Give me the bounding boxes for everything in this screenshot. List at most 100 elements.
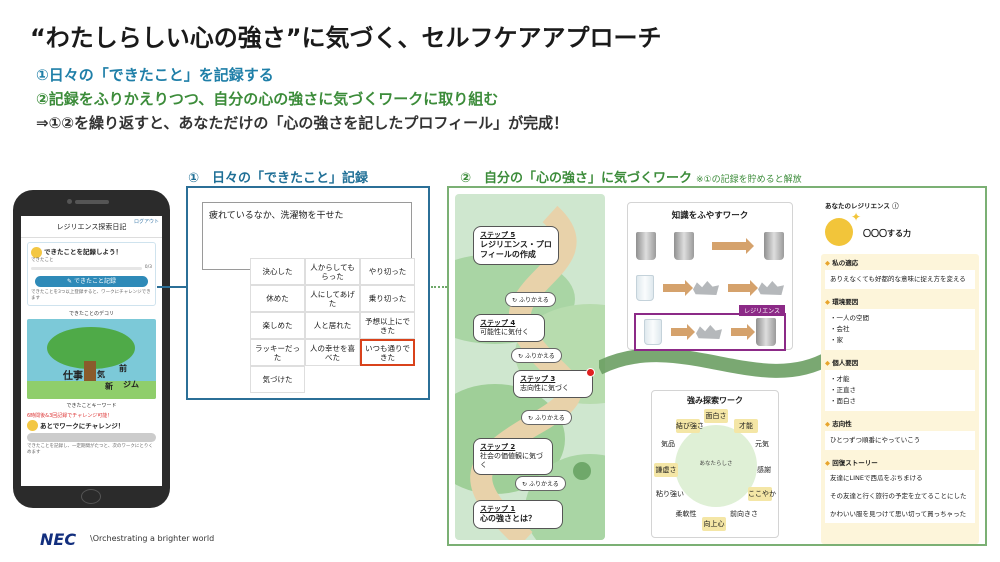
tree-word: 気 [97, 369, 105, 379]
profile-heading: 環境要因 [821, 293, 979, 307]
crushed-foil-icon [696, 325, 722, 339]
smile-icon [31, 246, 42, 258]
progress-row: 0/3 [31, 264, 152, 273]
strength-word[interactable]: 前向きさ [730, 510, 758, 518]
record-button[interactable]: ✎ できたこと記録 [35, 275, 148, 287]
profile-content: ・一人の空間 ・会社 ・家 [825, 309, 975, 350]
strength-word[interactable]: 才能 [734, 419, 758, 433]
profile-content: ・才能 ・正直さ ・面白さ [825, 370, 975, 411]
step-title: 可能性に気付く [480, 328, 529, 336]
refresh-icon: ↻ [528, 415, 535, 422]
crushed-foil-icon [758, 281, 784, 295]
look-back-button[interactable]: ↻ ふりかえる [505, 292, 556, 307]
tree-word: 前 [119, 363, 127, 373]
profile-heading: 回復ストーリー [821, 454, 979, 468]
resilience-profile: あなたのレジリエンス ⓘ ✦ 〇〇〇する力 私の適応 ありえなくても好都的な意味… [821, 196, 979, 544]
challenge-button-disabled[interactable] [27, 433, 156, 442]
option-button[interactable]: ラッキーだった [250, 339, 305, 366]
info-icon: ⓘ [892, 202, 899, 210]
challenge-text-label: あとでワークにチャレンジ！ [40, 421, 125, 430]
section1-title: ① 日々の「できたこと」記録 [188, 171, 369, 186]
arrow-icon [662, 280, 693, 296]
app-header: レジリエンス探索日記 ログアウト [21, 216, 162, 238]
smile-face-icon [825, 218, 853, 246]
step-label: ステップ 3 [520, 375, 556, 383]
resilience-label: レジリエンス [739, 305, 785, 316]
cup-icon [756, 318, 776, 346]
current-step-marker [586, 368, 595, 377]
profile-title: あなたのレジリエンス ⓘ [825, 200, 979, 210]
option-button-selected[interactable]: いつも通りできた [360, 339, 415, 366]
tree-word: 仕事 [63, 370, 83, 382]
step-title: 心の強さとは？ [480, 514, 536, 523]
step-label: ステップ 5 [480, 231, 516, 239]
option-button[interactable]: 決心した [250, 258, 305, 285]
step-title: 志向性に気づく [520, 384, 569, 392]
arrow-icon [731, 324, 755, 340]
arrow-icon [671, 324, 695, 340]
look-back-label: ふりかえる [534, 415, 565, 422]
strength-word[interactable]: 向上心 [702, 517, 726, 531]
logout-button[interactable]: ログアウト [133, 219, 159, 225]
option-button[interactable]: 気づけた [250, 366, 305, 393]
refresh-icon: ↻ [522, 481, 529, 488]
profile-section: 回復ストーリー 友達にLINEで西瓜をぶちまける その友達と行く旅行の予定を立て… [821, 454, 979, 523]
bullet-record: ①日々の「できたこと」を記録する [36, 66, 274, 84]
dotted-connector [431, 286, 447, 288]
strength-word[interactable]: 結び強さ [676, 419, 704, 433]
footer-note: できたことを記録し、一定期間がたつと、次のワークにとりくめます [27, 444, 153, 455]
keyword-section-title: できたことキーワード [66, 402, 117, 409]
profile-section: 志向性 ひとつずつ順番にやっていこう [821, 415, 979, 450]
option-button[interactable]: 予想以上にできた [360, 312, 415, 339]
strength-word[interactable]: 気品 [661, 440, 675, 448]
option-button[interactable]: 乗り切った [360, 285, 415, 312]
strength-word[interactable]: ここやか [748, 487, 776, 501]
knowledge-row [636, 271, 784, 305]
look-back-button[interactable]: ↻ ふりかえる [515, 476, 566, 491]
progress-count: 0/3 [144, 265, 152, 270]
option-button[interactable]: 休めた [250, 285, 305, 312]
today-label: できたこと [31, 257, 54, 263]
option-button[interactable]: 人にしてあげた [305, 285, 360, 312]
word-tree: 仕事 気 前 新 ジム [27, 318, 156, 399]
option-button[interactable]: 人からしてもらった [305, 258, 360, 285]
option-grid: 決心した 人からしてもらった やり切った 休めた 人にしてあげた 乗り切った 楽… [250, 258, 415, 393]
progress-bar [31, 266, 142, 270]
strength-word[interactable]: 粘り強い [656, 490, 684, 498]
glass-icon [644, 319, 662, 345]
section2-note: ※①の記録を貯めると解放 [696, 175, 802, 185]
home-button[interactable] [81, 489, 101, 504]
strength-work-card[interactable]: 強み探索ワーク あなたらしさ 面白さ 才能 元気 感謝 ここやか 前向きさ 向上… [651, 390, 779, 538]
profile-heading: 個人要因 [821, 354, 979, 368]
tree-ground [27, 380, 156, 399]
option-button[interactable]: 人と居れた [305, 312, 360, 339]
knowledge-work-card[interactable]: 知識をふやすワーク レジリエンス [627, 202, 793, 351]
tree-word: 新 [105, 381, 113, 391]
strength-word[interactable]: 感謝 [757, 466, 771, 474]
tree-trunk [84, 360, 96, 385]
pencil-icon: ✎ [67, 277, 74, 285]
option-button[interactable]: やり切った [360, 258, 415, 285]
cup-icon [674, 232, 694, 260]
profile-name: 〇〇〇する力 [863, 229, 911, 238]
strength-word[interactable]: 謙虚さ [654, 463, 678, 477]
strength-word[interactable]: 元気 [755, 440, 769, 448]
look-back-button[interactable]: ↻ ふりかえる [521, 410, 572, 425]
profile-content: ひとつずつ順番にやっていこう [825, 431, 975, 450]
strength-center-label: あなたらしさ [699, 461, 733, 467]
arrow-icon [712, 238, 754, 254]
strength-word[interactable]: 柔軟性 [675, 510, 697, 518]
resilience-row [636, 315, 784, 349]
option-button[interactable]: 人の幸せを喜べた [305, 339, 360, 366]
option-button[interactable]: 楽しめた [250, 312, 305, 339]
step-label: ステップ 1 [480, 505, 516, 513]
smile-icon [27, 420, 38, 431]
step-title: 社会の価値観に気づく [480, 452, 543, 469]
look-back-button[interactable]: ↻ ふりかえる [511, 348, 562, 363]
strength-word[interactable]: 面白さ [704, 409, 728, 423]
